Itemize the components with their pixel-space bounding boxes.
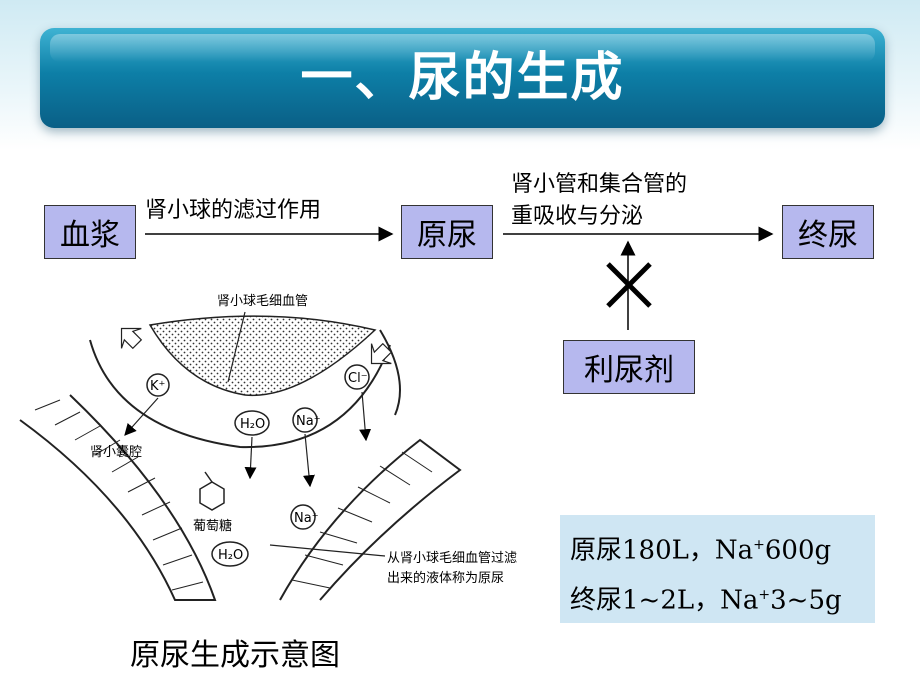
h2o-label-2: H₂O (218, 548, 243, 563)
capsule-inner-wall (89, 339, 391, 449)
flow-out-arrow-icon (370, 342, 393, 365)
figure-caption: 原尿生成示意图 (130, 638, 340, 673)
capillary-label-pointer (227, 311, 246, 383)
capillary-shape (148, 315, 377, 397)
diuretic-box: 利尿剂 (563, 340, 695, 394)
title-banner: 一、尿的生成 (40, 28, 885, 128)
cl-ion-label: Cl⁻ (348, 371, 368, 386)
reabsorption-label-line1: 肾小管和集合管的 (511, 172, 688, 197)
flow-in-arrow-icon (120, 327, 143, 350)
na-marker-1 (292, 407, 318, 433)
glucose-ring-icon (199, 471, 225, 511)
na-label-2: Na⁺ (294, 511, 319, 526)
h2o-marker-1 (234, 410, 270, 436)
filtration-label: 肾小球的滤过作用 (145, 198, 322, 223)
na-marker-2 (290, 504, 316, 530)
blood-plasma-box: 血浆 (44, 205, 136, 259)
k-ion-label: K⁺ (150, 379, 165, 394)
h2o-marker-2 (211, 541, 249, 567)
note-line-2: 出来的液体称为原尿 (387, 570, 504, 586)
info-box: 原尿180L，Na+600g 终尿1~2L，Na+3~5g (560, 515, 875, 623)
glucose-label: 葡萄糖 (193, 518, 232, 534)
left-tubule (19, 394, 217, 601)
na-label-1: Na⁺ (296, 414, 321, 429)
block-x-icon (606, 262, 652, 308)
reabsorption-label-line2: 重吸收与分泌 (511, 204, 644, 229)
info-final-urine: 终尿1~2L，Na+3~5g (570, 585, 842, 616)
capsule-label: 肾小囊腔 (90, 444, 142, 460)
h2o-label-1: H₂O (240, 417, 265, 432)
note-line-1: 从肾小球毛细血管过滤 (387, 551, 517, 566)
cl-ion-marker (344, 364, 370, 390)
capillary-label: 肾小球毛细血管 (217, 294, 308, 309)
info-primary-urine: 原尿180L，Na+600g (570, 535, 832, 566)
right-tubule (279, 438, 462, 601)
primary-urine-box: 原尿 (401, 205, 493, 259)
page-title: 一、尿的生成 (300, 48, 625, 108)
final-urine-box: 终尿 (782, 205, 874, 259)
k-ion-marker (146, 373, 170, 397)
